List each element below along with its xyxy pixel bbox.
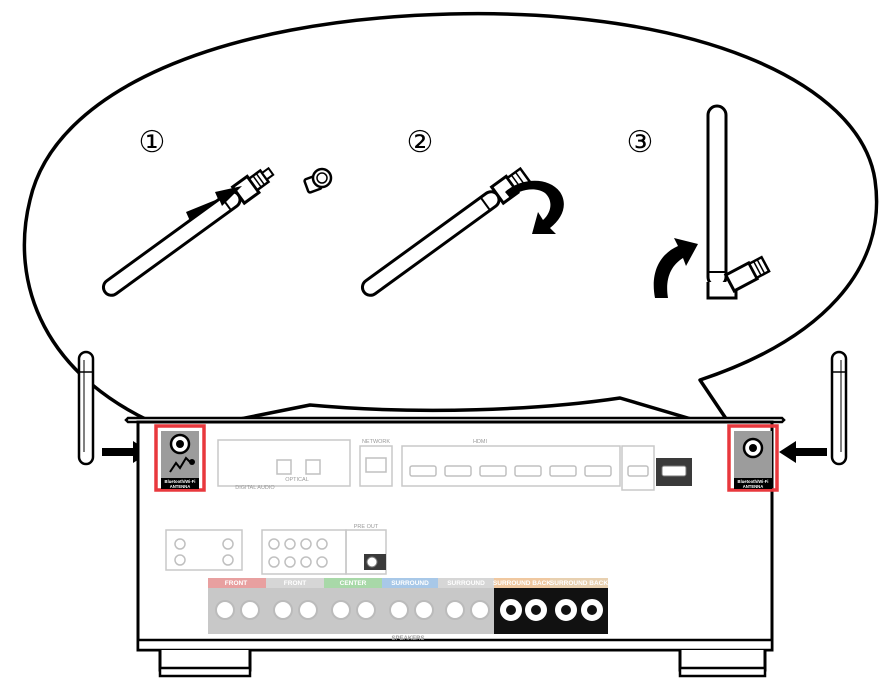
- digital-audio-panel: OPTICAL DIGITAL AUDIO: [217, 439, 351, 491]
- svg-text:HDMI: HDMI: [473, 439, 488, 445]
- step-1-label: ①: [139, 125, 166, 160]
- right-antenna-terminal: Bluetooth/Wi-Fi ANTENNA: [727, 424, 779, 492]
- svg-text:PRE OUT: PRE OUT: [354, 524, 379, 530]
- lift-arrow-icon: [653, 238, 698, 298]
- analog-inputs-panel: PRE OUT: [165, 524, 387, 575]
- rotate-arrow-icon: [505, 180, 564, 234]
- step-2-label: ②: [407, 125, 434, 160]
- svg-text:Bluetooth/Wi-Fi: Bluetooth/Wi-Fi: [738, 479, 769, 484]
- svg-text:NETWORK: NETWORK: [362, 439, 390, 445]
- hdmi-out-panel: [621, 445, 692, 491]
- svg-text:ANTENNA: ANTENNA: [170, 484, 190, 489]
- svg-text:SURROUND: SURROUND: [391, 580, 429, 587]
- bluetooth-antenna-symbol-icon: [169, 456, 195, 473]
- left-side-antenna: [77, 350, 95, 466]
- svg-text:FRONT: FRONT: [284, 580, 306, 587]
- svg-text:OPTICAL: OPTICAL: [285, 477, 309, 483]
- svg-text:①: ①: [139, 125, 166, 160]
- step-3-label: ③: [627, 125, 654, 160]
- network-port: NETWORK: [359, 439, 393, 487]
- right-insert-arrow-icon: [779, 441, 827, 463]
- step-3-antenna: [706, 104, 771, 300]
- svg-text:FRONT: FRONT: [225, 580, 247, 587]
- svg-text:②: ②: [407, 125, 434, 160]
- svg-text:SURROUND BACK: SURROUND BACK: [493, 580, 551, 587]
- antenna-connector-icon: [303, 167, 333, 194]
- svg-text:SPEAKERS: SPEAKERS: [391, 636, 424, 642]
- svg-text:Bluetooth/Wi-Fi: Bluetooth/Wi-Fi: [165, 479, 196, 484]
- svg-text:ANTENNA: ANTENNA: [743, 484, 763, 489]
- right-side-antenna: [830, 350, 848, 466]
- hdmi-inputs-panel: HDMI: [401, 439, 621, 487]
- svg-text:SURROUND BACK: SURROUND BACK: [550, 580, 608, 587]
- push-arrow-icon: [186, 186, 242, 221]
- svg-text:CENTER: CENTER: [340, 580, 367, 587]
- svg-text:③: ③: [627, 125, 654, 160]
- svg-text:SURROUND: SURROUND: [447, 580, 485, 587]
- speaker-terminals: FRONT FRONT CENTER SURROUND SURROUND SUR…: [208, 578, 608, 642]
- svg-text:DIGITAL AUDIO: DIGITAL AUDIO: [235, 485, 275, 491]
- left-antenna-terminal: Bluetooth/Wi-Fi ANTENNA: [154, 424, 206, 492]
